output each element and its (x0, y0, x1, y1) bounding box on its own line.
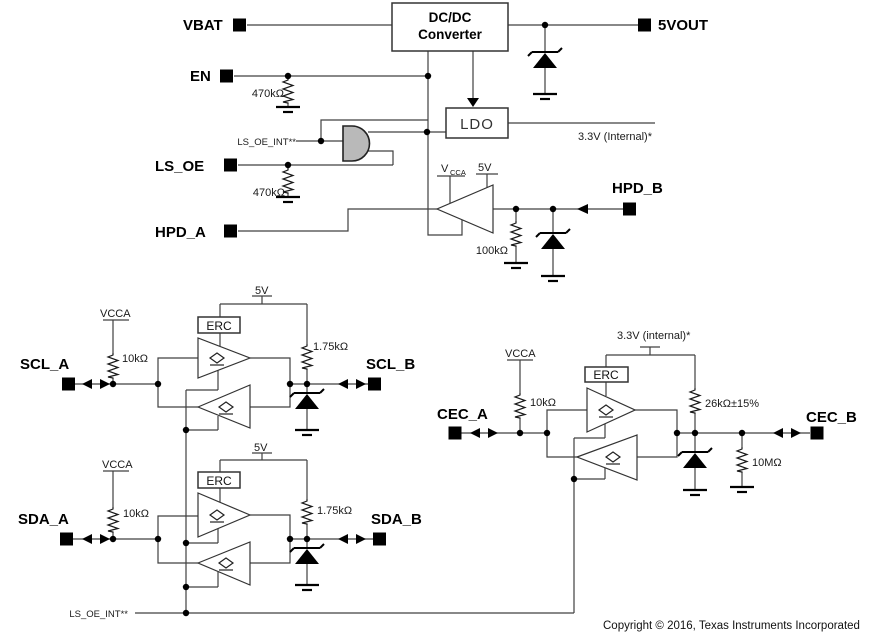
ground-icon-100k (502, 261, 530, 270)
value-label-470k-lsoe: 470kΩ (253, 187, 285, 199)
pin-label-ceca: CEC_A (437, 406, 488, 423)
rail-label-vcca-sda: VCCA (102, 459, 133, 471)
rail-label-vcca-hpd: V (441, 163, 449, 175)
pin-label-sdab: SDA_B (371, 511, 422, 528)
pin-label-vbat: VBAT (183, 17, 223, 34)
pin-label-sclb: SCL_B (366, 356, 415, 373)
resistor-10k-scl (107, 352, 119, 380)
ground-icon-5vout (531, 92, 559, 101)
value-label-1_75k-scl: 1.75kΩ (313, 341, 348, 353)
resistor-1_75k-scl (301, 343, 313, 371)
value-label-10k-scl: 10kΩ (122, 353, 148, 365)
hpd-buffer (435, 184, 494, 234)
pin-label-lsoe: LS_OE (155, 158, 204, 175)
pin-square-sdab (373, 532, 386, 546)
sda-buffer-b-to-a (196, 541, 251, 586)
ldo-label: LDO (460, 116, 494, 133)
pin-label-sdaa: SDA_A (18, 511, 69, 528)
rail-label-vcca-hpd-sub: CCA (450, 168, 466, 177)
value-label-10m-cec: 10MΩ (752, 457, 782, 469)
pin-label-hpda: HPD_A (155, 224, 206, 241)
pin-square-sdaa (60, 532, 73, 546)
ground-icon-scl-zener (293, 428, 321, 437)
erc-box-cec (584, 366, 629, 383)
pin-square-sclb (368, 377, 381, 391)
ground-icon-sda-zener (293, 583, 321, 592)
erc-label-cec: ERC (593, 368, 619, 382)
dcdc-label-line2: Converter (418, 27, 483, 42)
pin-label-5vout: 5VOUT (658, 17, 708, 34)
scl-buffer-b-to-a (196, 384, 251, 429)
net-label-lsoeint-top: LS_OE_INT** (237, 137, 296, 148)
ground-icon-10m (728, 485, 756, 494)
rail-label-vcca-cec: VCCA (505, 348, 536, 360)
zener-diode-sda (289, 543, 325, 565)
net-label-3v3-internal-ldo: 3.3V (Internal)* (578, 131, 653, 143)
cec-cell-wires (461, 346, 810, 490)
zener-diode-cec (677, 447, 713, 469)
value-label-26k-cec: 26kΩ±15% (705, 398, 759, 410)
erc-label-scl: ERC (206, 319, 232, 333)
pin-label-en: EN (190, 68, 211, 85)
junction-dots (109, 21, 746, 617)
resistor-10m-cec (736, 446, 748, 474)
pin-square-ceca (448, 426, 462, 440)
value-label-100k-hpd: 100kΩ (476, 245, 508, 257)
pin-label-scla: SCL_A (20, 356, 69, 373)
rail-label-5v-sda: 5V (254, 442, 268, 454)
erc-label-sda: ERC (206, 474, 232, 488)
value-label-1_75k-sda: 1.75kΩ (317, 505, 352, 517)
resistor-26k-cec (689, 387, 701, 415)
pin-label-hpdb: HPD_B (612, 180, 663, 197)
ground-icon-hpd-zener (539, 274, 567, 283)
pin-square-5vout (638, 18, 651, 32)
hpd-b-arrow-icon (577, 204, 588, 214)
pin-square-en (220, 69, 233, 83)
erc-box-sda (197, 471, 241, 489)
pin-square-scla (62, 377, 75, 391)
value-label-470k-en: 470kΩ (252, 88, 284, 100)
value-label-10k-sda: 10kΩ (123, 508, 149, 520)
pin-square-lsoe (224, 158, 237, 172)
dcdc-converter-box (391, 2, 509, 52)
pin-label-cecb: CEC_B (806, 409, 857, 426)
rail-label-5v-scl: 5V (255, 285, 269, 297)
dcdc-label-line1: DC/DC (429, 10, 472, 25)
and-gate (342, 125, 371, 162)
resistor-1_75k-sda (301, 498, 313, 526)
ldo-box (445, 107, 509, 139)
pin-square-hpda (224, 224, 237, 238)
copyright-text: Copyright © 2016, Texas Instruments Inco… (603, 620, 860, 632)
dcdc-to-ldo-arrow-icon (467, 98, 479, 107)
pin-square-hpdb (623, 202, 636, 216)
ground-icon-cec-zener (681, 488, 709, 497)
ground-icon-en (274, 105, 302, 114)
resistor-10k-cec (514, 392, 526, 420)
pin-square-cecb (810, 426, 824, 440)
resistor-100k-hpd (510, 220, 522, 248)
erc-box-scl (197, 316, 241, 334)
rail-label-vcca-scl: VCCA (100, 308, 131, 320)
top-section-wires (234, 24, 655, 276)
resistor-470k-en (282, 77, 294, 105)
zener-diode-scl (289, 388, 325, 410)
cec-buffer-a-to-b (586, 387, 637, 433)
rail-label-5v-hpd: 5V (478, 162, 492, 174)
resistor-10k-sda (107, 506, 119, 534)
value-label-10k-cec: 10kΩ (530, 397, 556, 409)
net-label-lsoeint-bottom: LS_OE_INT** (69, 609, 128, 620)
net-label-3v3-internal-cec: 3.3V (internal)* (617, 330, 691, 342)
zener-diode-hpd (535, 228, 571, 250)
zener-diode-5vout (527, 47, 563, 69)
pin-square-vbat (233, 18, 246, 32)
